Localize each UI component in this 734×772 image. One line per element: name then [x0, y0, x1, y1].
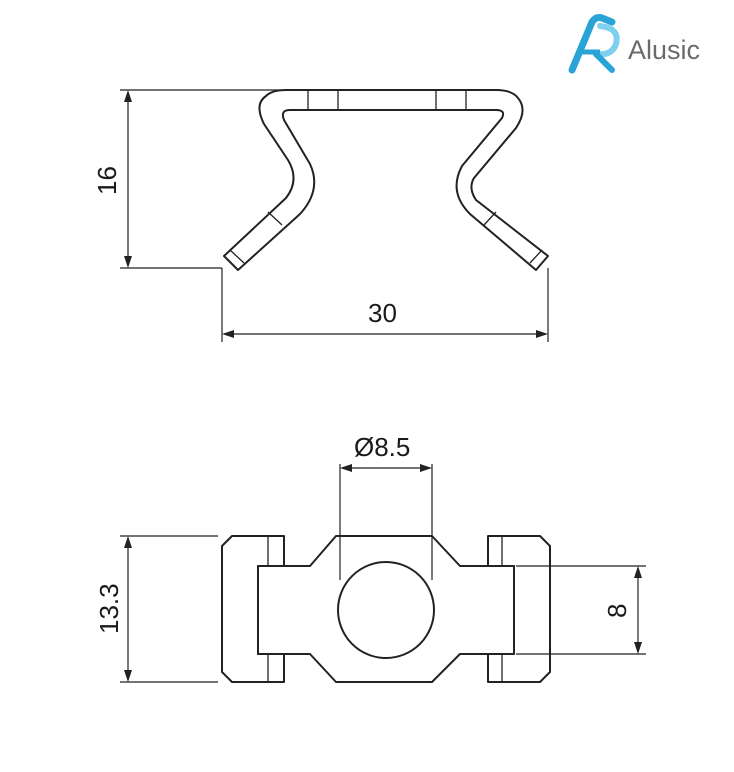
arrowhead: [124, 90, 132, 102]
arrowhead: [634, 642, 642, 654]
plate-left-ear: [221, 535, 285, 683]
leg-end-line: [483, 211, 497, 226]
diameter-label: Ø8.5: [354, 432, 410, 462]
arrowhead: [340, 464, 352, 472]
center-hole: [337, 561, 435, 659]
logo-text: Alusic: [628, 35, 700, 65]
top-view: Ø8.5 13.3 8: [94, 432, 646, 683]
arrowhead: [536, 330, 548, 338]
side-view: 16 30: [92, 89, 549, 342]
arrowhead: [124, 670, 132, 682]
plate-body: [257, 535, 515, 683]
arrowhead: [222, 330, 234, 338]
arrowhead: [124, 256, 132, 268]
arrowhead: [420, 464, 432, 472]
slot-label: 8: [602, 604, 632, 618]
leg-end-line: [267, 211, 283, 226]
leg-end-line: [529, 249, 543, 264]
plate-height-label: 13.3: [94, 583, 124, 634]
leg-end-line: [229, 249, 245, 264]
alusic-logo-icon: [568, 14, 620, 74]
clip-profile-outer: [223, 89, 549, 271]
side-width-label: 30: [368, 298, 397, 328]
arrowhead: [634, 566, 642, 578]
alusic-logo: Alusic: [568, 14, 700, 74]
plate-right-ear: [487, 535, 551, 683]
side-height-label: 16: [92, 166, 122, 195]
arrowhead: [124, 536, 132, 548]
